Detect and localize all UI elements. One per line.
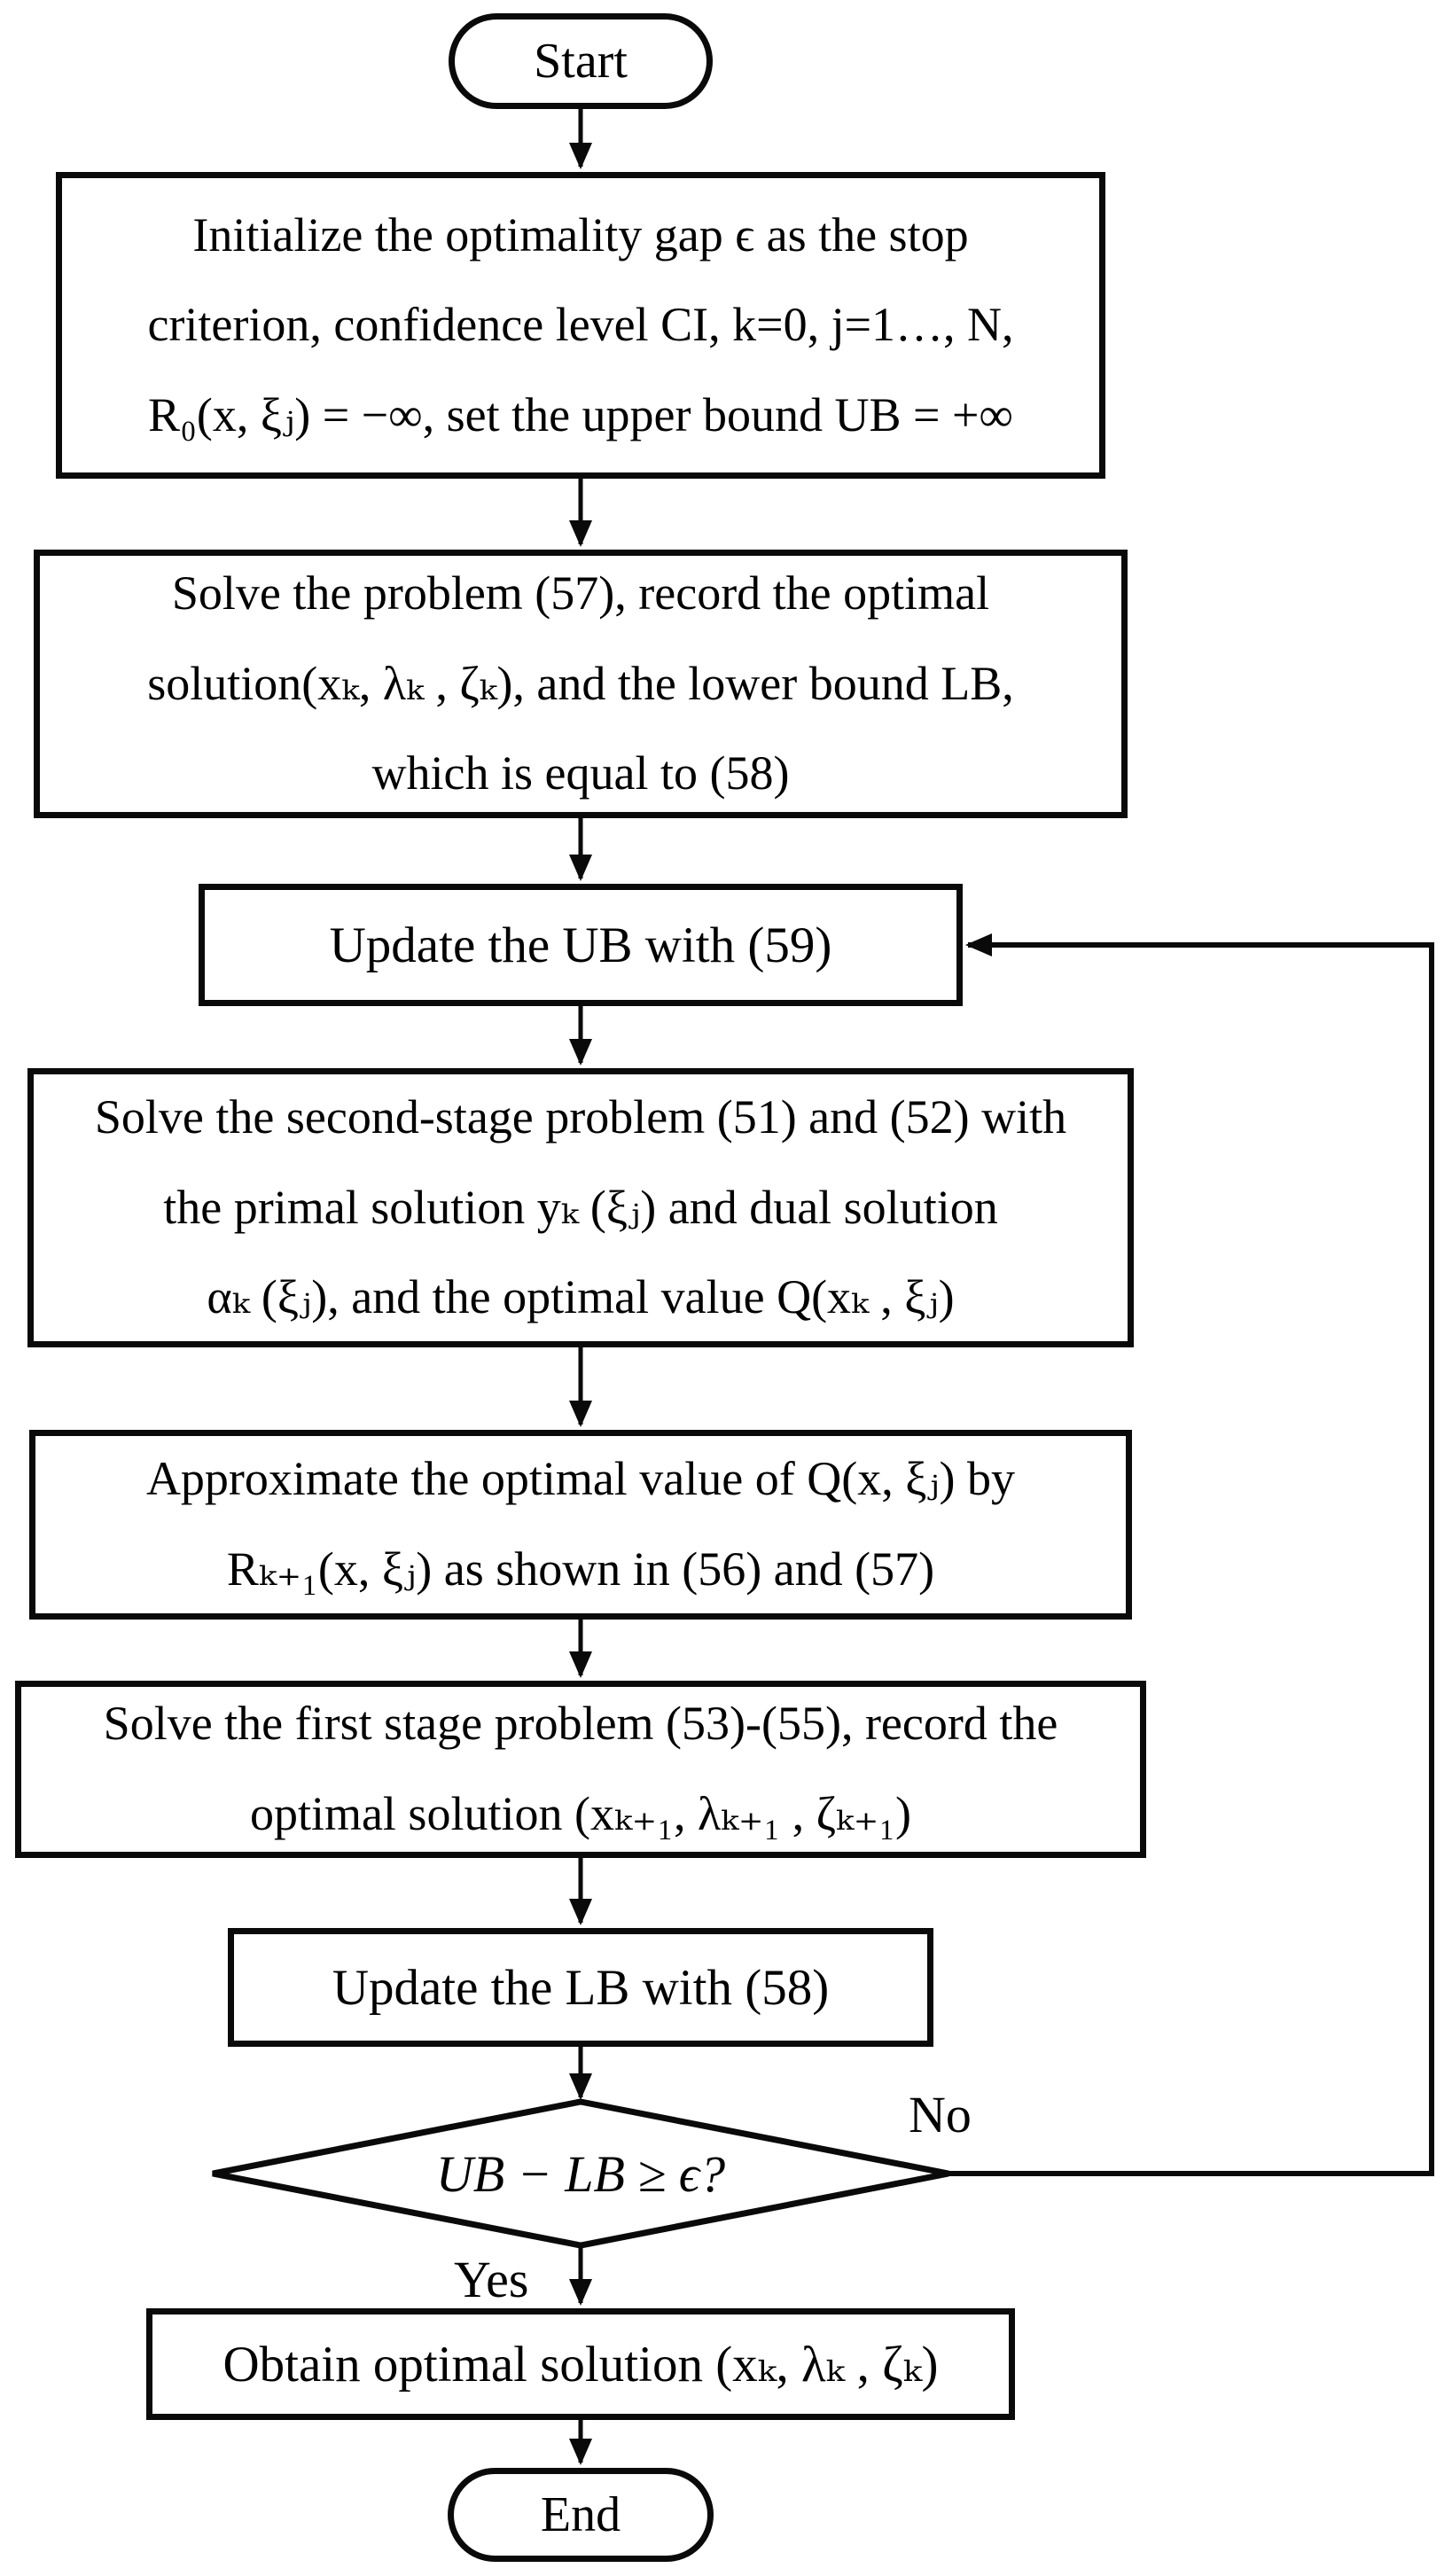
process-text-line: Solve the problem (57), record the optim… <box>171 566 990 621</box>
process-first-stage: Solve the first stage problem (53)-(55),… <box>15 1681 1146 1858</box>
process-text-line: optimal solution (xₖ₊₁, λₖ₊₁ , ζₖ₊₁) <box>249 1787 912 1840</box>
process-approximate: Approximate the optimal value of Q(x, ξⱼ… <box>29 1430 1132 1620</box>
process-second-stage: Solve the second-stage problem (51) and … <box>27 1068 1134 1347</box>
start-label: Start <box>534 34 628 89</box>
process-text-line: Solve the first stage problem (53)-(55),… <box>103 1697 1058 1751</box>
process-text-line: criterion, confidence level CI, k=0, j=1… <box>147 298 1014 352</box>
branch-label-no: No <box>909 2085 972 2144</box>
decision-condition-text: UB − LB ≥ ϵ? <box>213 2102 948 2245</box>
process-text-line: Rₖ₊₁(x, ξⱼ) as shown in (56) and (57) <box>226 1542 935 1596</box>
start-terminator: Start <box>449 13 713 109</box>
end-terminator: End <box>448 2468 714 2562</box>
process-text-line: solution(xₖ, λₖ , ζₖ), and the lower bou… <box>147 656 1014 710</box>
process-text-line: Obtain optimal solution (xₖ, λₖ , ζₖ) <box>222 2337 939 2393</box>
branch-label-yes: Yes <box>454 2250 528 2309</box>
no-label: No <box>909 2086 972 2143</box>
decision-diamond-shape <box>212 2098 949 2249</box>
process-update-ub: Update the UB with (59) <box>199 884 963 1006</box>
process-initialize: Initialize the optimality gap ϵ as the s… <box>56 172 1105 479</box>
process-text-line: Update the UB with (59) <box>329 917 832 973</box>
process-text-line: Update the LB with (58) <box>332 1959 830 2016</box>
process-text-line: R₀(x, ξⱼ) = −∞, set the upper bound UB =… <box>148 387 1013 441</box>
process-text-line: the primal solution yₖ (ξⱼ) and dual sol… <box>163 1180 998 1234</box>
process-solve-problem-57: Solve the problem (57), record the optim… <box>34 550 1128 818</box>
flow-arrows <box>569 108 1434 2465</box>
end-label: End <box>540 2487 621 2542</box>
process-text-line: αₖ (ξⱼ), and the optimal value Q(xₖ , ξⱼ… <box>207 1270 955 1324</box>
process-text-line: Approximate the optimal value of Q(x, ξⱼ… <box>145 1452 1016 1506</box>
process-update-lb: Update the LB with (58) <box>228 1928 933 2047</box>
yes-label: Yes <box>454 2251 529 2308</box>
no-feedback-line <box>948 933 1434 2176</box>
process-obtain-solution: Obtain optimal solution (xₖ, λₖ , ζₖ) <box>146 2308 1015 2420</box>
process-text-line: Initialize the optimality gap ϵ as the s… <box>192 207 969 262</box>
decision-text: UB − LB ≥ ϵ? <box>435 2144 726 2203</box>
process-text-line: Solve the second-stage problem (51) and … <box>94 1090 1067 1144</box>
process-text-line: which is equal to (58) <box>371 746 790 800</box>
